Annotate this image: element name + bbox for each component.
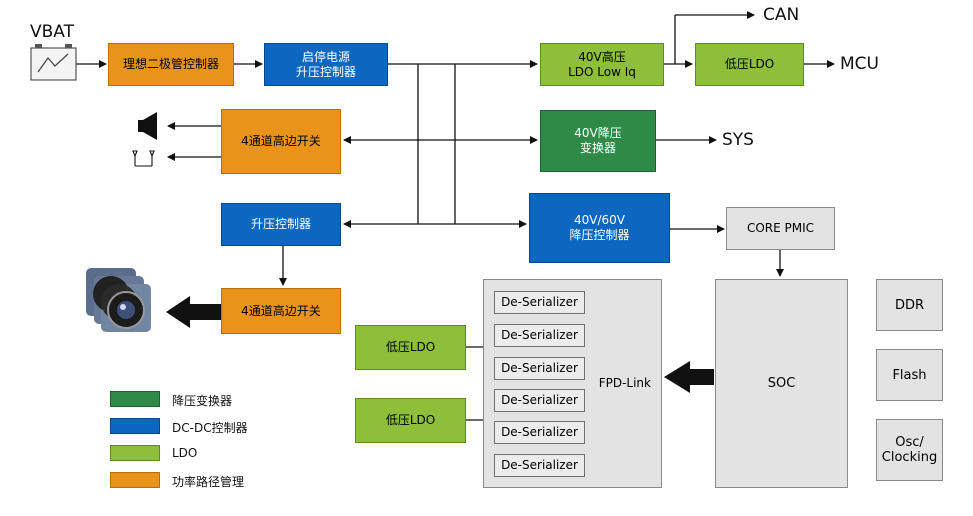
sys-label: SYS bbox=[722, 130, 754, 150]
legend-swatch-buck bbox=[110, 391, 160, 407]
legend-label-buck: 降压变换器 bbox=[172, 394, 233, 408]
low-voltage-ldo-bottom: 低压LDO bbox=[355, 398, 466, 443]
legend-swatch-dcdc bbox=[110, 418, 160, 434]
buck-controller-40v-60v: 40V/60V 降压控制器 bbox=[529, 193, 670, 263]
legend-label-ldo: LDO bbox=[172, 446, 198, 460]
low-voltage-ldo-mid: 低压LDO bbox=[355, 325, 466, 370]
core-pmic: CORE PMIC bbox=[726, 207, 835, 250]
start-stop-boost-controller: 启停电源 升压控制器 bbox=[264, 43, 388, 86]
soc-block: SOC bbox=[715, 279, 848, 488]
legend-swatch-power-path bbox=[110, 472, 160, 488]
low-voltage-ldo-top: 低压LDO bbox=[695, 43, 804, 86]
deserializer-2: De-Serializer bbox=[494, 324, 585, 347]
antenna-icon bbox=[132, 150, 155, 167]
boost-controller: 升压控制器 bbox=[221, 203, 341, 246]
highside-switch-4ch-bottom: 4通道高边开关 bbox=[221, 288, 341, 334]
ideal-diode-controller: 理想二极管控制器 bbox=[108, 43, 234, 86]
highside-switch-4ch-top: 4通道高边开关 bbox=[221, 109, 341, 174]
osc-clocking-block: Osc/ Clocking bbox=[876, 419, 943, 481]
deserializer-3: De-Serializer bbox=[494, 357, 585, 380]
mcu-label: MCU bbox=[840, 54, 879, 74]
ddr-block: DDR bbox=[876, 279, 943, 331]
legend-swatch-ldo bbox=[110, 445, 160, 461]
deserializer-4: De-Serializer bbox=[494, 389, 585, 412]
deserializer-1: De-Serializer bbox=[494, 291, 585, 314]
ldo-40v-low-iq: 40V高压 LDO Low Iq bbox=[540, 43, 664, 86]
legend-label-dcdc: DC-DC控制器 bbox=[172, 421, 248, 435]
deserializer-5: De-Serializer bbox=[494, 421, 585, 444]
speaker-icon bbox=[138, 112, 157, 140]
flash-block: Flash bbox=[876, 349, 943, 401]
deserializer-6: De-Serializer bbox=[494, 454, 585, 477]
fpd-link-label: FPD-Link bbox=[598, 376, 651, 390]
battery-icon bbox=[30, 44, 77, 81]
buck-converter-40v: 40V降压 变换器 bbox=[540, 110, 656, 172]
camera-icon bbox=[86, 268, 151, 332]
vbat-label: VBAT bbox=[30, 22, 74, 42]
can-label: CAN bbox=[763, 5, 800, 25]
legend-label-power-path: 功率路径管理 bbox=[172, 475, 245, 489]
